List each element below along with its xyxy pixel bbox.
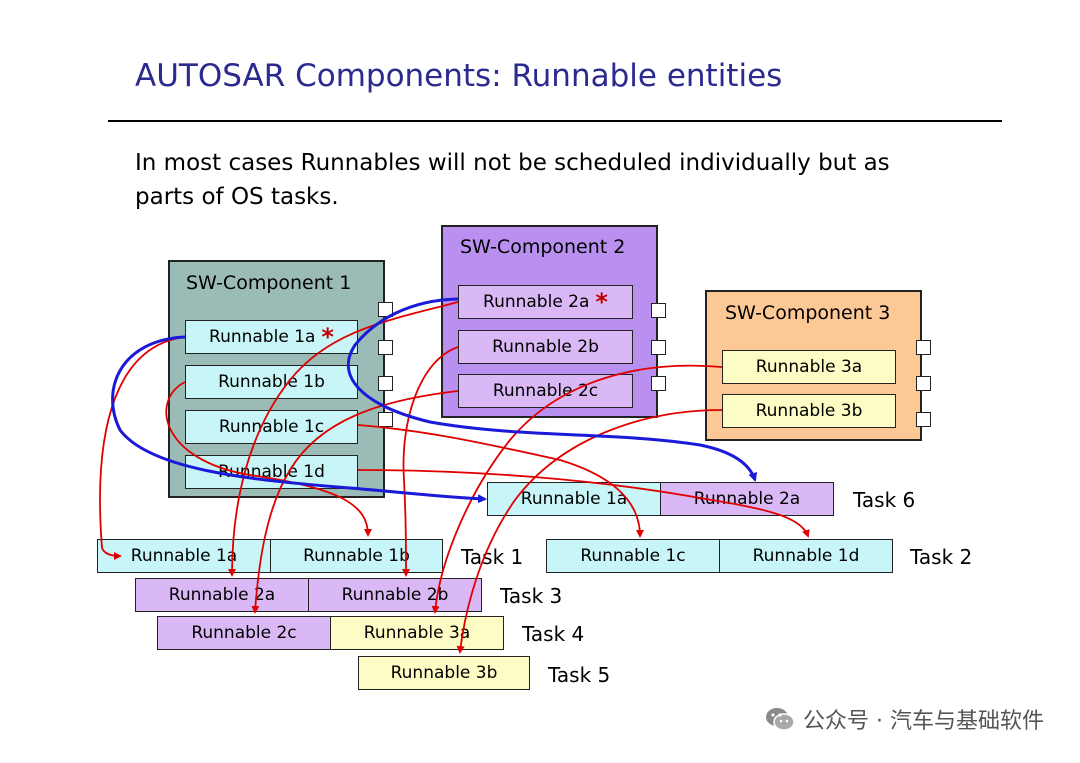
task-6-label: Task 6 xyxy=(853,488,916,512)
sw-component-3-title: SW-Component 3 xyxy=(725,302,891,324)
task2-runnable-1d: Runnable 1d xyxy=(719,539,893,573)
wechat-icon xyxy=(766,708,795,731)
task-3-label: Task 3 xyxy=(500,584,563,608)
port-icon xyxy=(651,303,666,318)
port-icon xyxy=(378,376,393,391)
task4-runnable-2c: Runnable 2c xyxy=(157,616,331,650)
page-title: AUTOSAR Components: Runnable entities xyxy=(135,58,783,94)
wire-1c-task2 xyxy=(357,424,644,538)
port-icon xyxy=(916,376,931,391)
runnable-2b: Runnable 2b xyxy=(458,330,633,364)
runnable-1b: Runnable 1b xyxy=(185,365,358,399)
runnable-2c: Runnable 2c xyxy=(458,374,633,408)
wire-2a-task6 xyxy=(346,297,758,482)
wire-2a-task3 xyxy=(228,301,459,577)
port-icon xyxy=(916,340,931,355)
wire-1b-task1 xyxy=(165,381,372,537)
port-icon xyxy=(651,376,666,391)
runnable-1a: Runnable 1a* xyxy=(185,320,358,354)
wire-3a-task4 xyxy=(431,364,723,614)
wire-2b-task3 xyxy=(401,346,459,577)
watermark-text: 公众号 · 汽车与基础软件 xyxy=(803,709,1044,734)
wire-1a-task6 xyxy=(111,335,487,504)
wire-1d-task2 xyxy=(357,469,810,538)
wire-1a-task1 xyxy=(99,336,186,560)
runnable-3a: Runnable 3a xyxy=(722,350,896,384)
runnable-2a-label: Runnable 2a xyxy=(483,292,590,312)
watermark: 公众号 · 汽车与基础软件 xyxy=(765,703,1044,735)
port-icon xyxy=(378,340,393,355)
title-divider xyxy=(108,120,1002,122)
port-icon xyxy=(378,412,393,427)
task5-runnable-3b: Runnable 3b xyxy=(358,656,530,690)
runnable-1d: Runnable 1d xyxy=(185,455,358,489)
task1-runnable-1b: Runnable 1b xyxy=(270,539,443,573)
sw-component-2-title: SW-Component 2 xyxy=(460,236,626,258)
runnable-3b: Runnable 3b xyxy=(722,394,896,428)
runnable-1a-label: Runnable 1a xyxy=(209,327,316,347)
task-2-label: Task 2 xyxy=(910,545,973,569)
port-icon xyxy=(378,302,393,317)
task4-runnable-3a: Runnable 3a xyxy=(330,616,504,650)
wire-3b-task5 xyxy=(456,409,723,654)
star-icon: * xyxy=(321,323,334,351)
intro-line-1: In most cases Runnables will not be sche… xyxy=(135,150,890,176)
task-1-label: Task 1 xyxy=(461,545,524,569)
wire-2c-task4 xyxy=(251,390,459,614)
task-4-label: Task 4 xyxy=(522,622,585,646)
port-icon xyxy=(651,340,666,355)
task3-runnable-2b: Runnable 2b xyxy=(308,578,482,612)
runnable-1c: Runnable 1c xyxy=(185,410,358,444)
intro-line-2: parts of OS tasks. xyxy=(135,184,339,210)
star-icon: * xyxy=(595,288,608,316)
runnable-2a: Runnable 2a* xyxy=(458,285,633,319)
port-icon xyxy=(916,412,931,427)
task6-runnable-2a: Runnable 2a xyxy=(660,482,834,516)
task2-runnable-1c: Runnable 1c xyxy=(546,539,720,573)
task-5-label: Task 5 xyxy=(548,663,611,687)
task3-runnable-2a: Runnable 2a xyxy=(135,578,309,612)
task1-runnable-1a: Runnable 1a xyxy=(97,539,271,573)
sw-component-1-title: SW-Component 1 xyxy=(186,272,352,294)
